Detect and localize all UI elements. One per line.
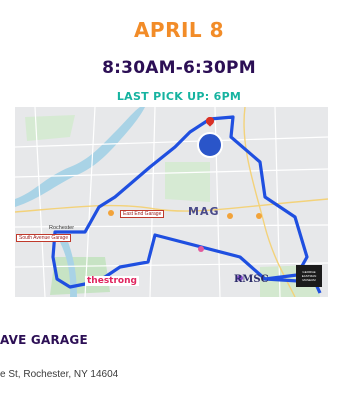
mag-logo: MAG — [188, 205, 220, 218]
rmsc-logo: RMSC — [234, 274, 269, 285]
george-eastman-museum-label: GEORGE EASTMAN MUSEUM — [301, 270, 317, 282]
south-avenue-garage-label[interactable]: South Avenue Garage — [16, 234, 72, 242]
museum-pin-icon: GEORGE EASTMAN MUSEUM — [296, 265, 322, 287]
the-strong-logo: thestrong — [85, 276, 139, 286]
rochester-label: Rochester — [49, 225, 75, 231]
last-pickup-time: LAST PICK UP: 6PM — [116, 90, 242, 103]
route-map-graphic — [15, 107, 328, 297]
garage-name: AVE GARAGE — [0, 333, 88, 347]
event-hours: 8:30AM-6:30PM — [102, 58, 256, 78]
event-date: APRIL 8 — [133, 18, 225, 42]
route-map[interactable]: East End Garage South Avenue Garage MAG … — [15, 107, 328, 297]
garage-address: e St, Rochester, NY 14604 — [0, 369, 119, 380]
east-end-garage-label[interactable]: East End Garage — [120, 210, 165, 218]
rochester-badge-icon — [197, 132, 223, 158]
